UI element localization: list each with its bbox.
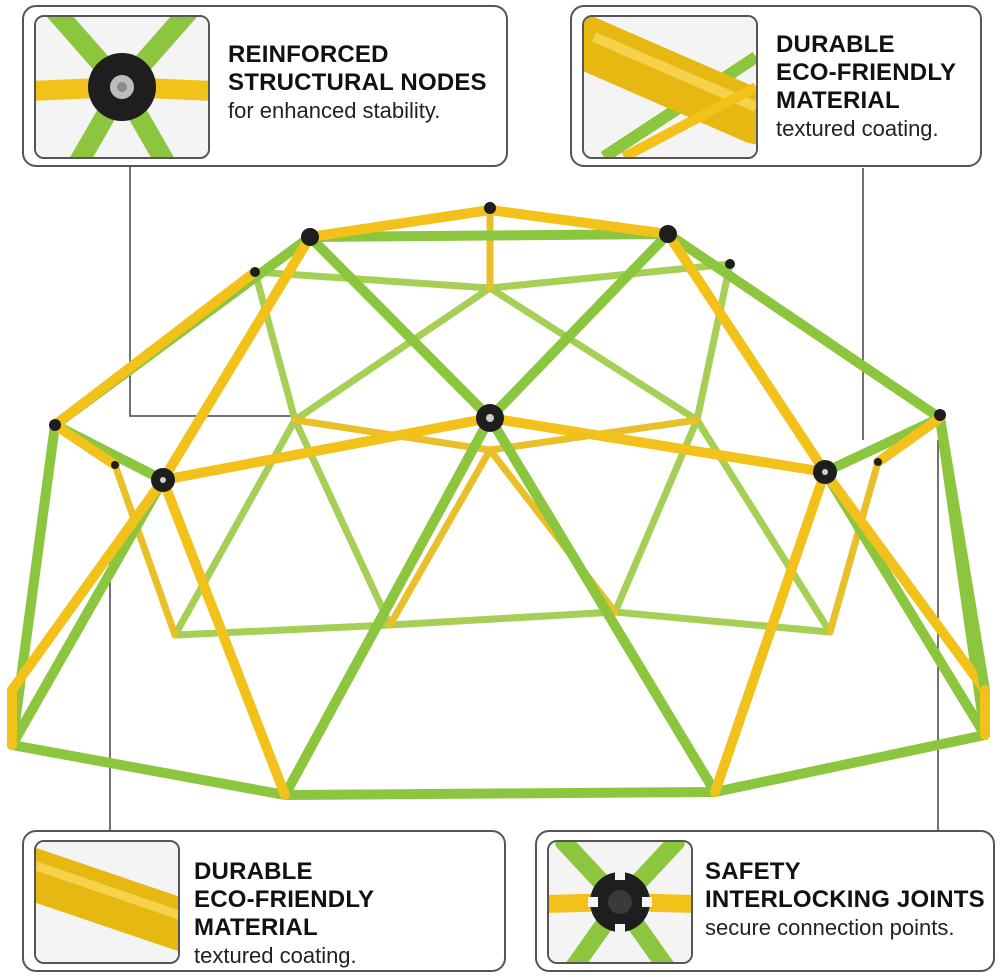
callout-subtitle: for enhanced stability. [228, 98, 441, 123]
callout-title-line: ECO-FRIENDLY [776, 59, 957, 86]
callout-title-line: INTERLOCKING JOINTS [705, 886, 985, 913]
callout-interlocking-joints: SAFETY INTERLOCKING JOINTS secure connec… [535, 830, 995, 972]
pipe-closeup-icon [582, 15, 758, 159]
callout-durable-material-top: DURABLE ECO-FRIENDLY MATERIAL textured c… [570, 5, 982, 167]
callout-title-line: SAFETY [705, 858, 801, 885]
callout-subtitle: secure connection points. [705, 915, 955, 940]
connector-node-icon [34, 15, 210, 159]
callout-structural-nodes: REINFORCED STRUCTURAL NODES for enhanced… [22, 5, 508, 167]
callout-title-line: ECO-FRIENDLY MATERIAL [194, 886, 374, 941]
callout-title-line: DURABLE [776, 31, 895, 58]
callout-title-line: DURABLE [194, 858, 313, 885]
callout-title-line: MATERIAL [776, 87, 900, 114]
callout-title-line: REINFORCED [228, 41, 389, 68]
callout-subtitle: textured coating. [776, 116, 939, 141]
callout-subtitle: textured coating. [194, 943, 357, 968]
pipe-closeup-icon [34, 840, 180, 964]
callout-durable-material-bottom: DURABLE ECO-FRIENDLY MATERIAL textured c… [22, 830, 506, 972]
interlocking-joint-icon [547, 840, 693, 964]
callout-title-line: STRUCTURAL NODES [228, 69, 487, 96]
